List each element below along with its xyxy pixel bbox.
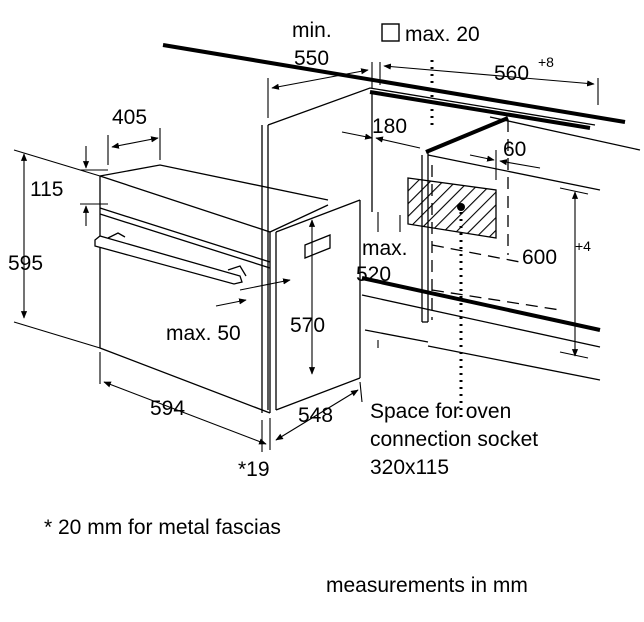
label-595: 595 [8, 252, 43, 275]
oven-handle [94, 232, 247, 285]
label-max-520-line1: max. [362, 237, 408, 260]
label-min: min. [292, 19, 332, 42]
label-560: 560 [494, 62, 529, 85]
footnote: * 20 mm for metal fascias [44, 516, 281, 539]
label-600: 600 [522, 246, 557, 269]
socket-label-line1: Space for oven [370, 400, 511, 423]
label-60: 60 [503, 138, 526, 161]
units-note: measurements in mm [326, 574, 528, 597]
label-548: 548 [298, 404, 333, 427]
label-560-tolerance: +8 [538, 54, 554, 70]
label-max-20: max. 20 [405, 23, 480, 46]
dimension-lines [13, 62, 599, 452]
label-550: 550 [294, 47, 329, 70]
dimension-labels: min. 550 max. 20 560 +8 405 180 60 115 5… [8, 19, 591, 481]
socket-zone [407, 60, 497, 420]
oven [94, 164, 361, 414]
label-405: 405 [112, 106, 147, 129]
label-max-50: max. 50 [166, 322, 241, 345]
socket-label-line2: connection socket [370, 428, 538, 451]
square-icon [381, 23, 400, 42]
label-115: 115 [30, 178, 63, 201]
label-570: 570 [290, 314, 325, 337]
label-600-tolerance: +4 [575, 238, 591, 254]
label-star-19: *19 [238, 458, 270, 481]
label-594: 594 [150, 397, 185, 420]
cabinet-niche [162, 43, 641, 413]
label-max-520-line2: 520 [356, 263, 391, 286]
socket-point [457, 203, 465, 211]
label-180: 180 [372, 115, 407, 138]
socket-label-line3: 320x115 [370, 456, 449, 479]
